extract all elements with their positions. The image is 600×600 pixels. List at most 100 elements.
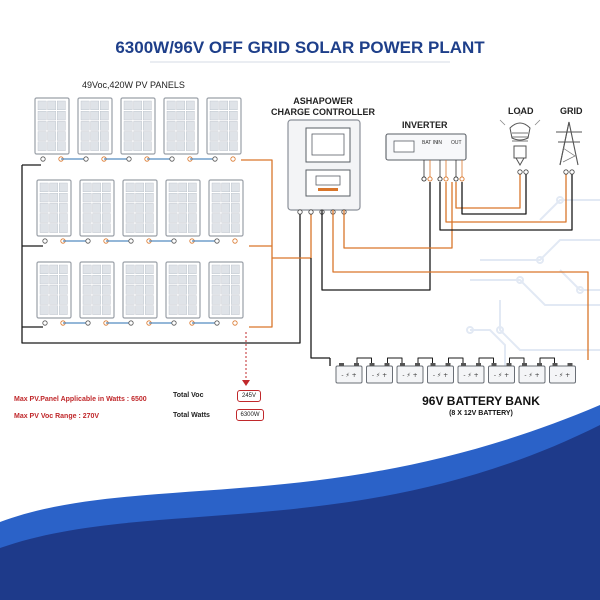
pv-cell: [135, 295, 145, 305]
battery-terminal-negative: [491, 363, 497, 366]
pv-cell: [57, 100, 66, 111]
pv-cell: [59, 264, 68, 275]
pv-cell: [125, 213, 135, 223]
battery-label: - ⚡ +: [463, 372, 478, 379]
pv-cell: [49, 192, 58, 203]
pv-cell: [101, 203, 111, 213]
pv-cell: [37, 100, 47, 111]
pv-cell: [47, 110, 56, 121]
pv-cell: [47, 100, 56, 111]
controller-indicator: [318, 188, 338, 191]
battery-body: [427, 365, 454, 384]
total-voc-value: 245V: [237, 390, 261, 402]
inverter-terminal: [427, 176, 433, 182]
footer-wave-dark: [0, 425, 600, 600]
pv-cell: [185, 121, 195, 131]
pv-cell: [135, 305, 145, 315]
grid-terminal: [563, 169, 569, 175]
pv-cell: [219, 131, 229, 141]
battery-bank-title: 96V BATTERY BANK: [422, 394, 540, 408]
pv-panel: [36, 261, 72, 326]
pv-cell: [168, 285, 178, 295]
pv-cell: [211, 264, 221, 275]
spec-max-voc: Max PV Voc Range : 270V: [14, 413, 100, 420]
pv-cell: [221, 275, 231, 285]
pv-cell: [123, 121, 133, 131]
battery-terminal-negative: [522, 363, 527, 366]
pv-cell: [133, 110, 143, 121]
pv-cell: [49, 305, 58, 315]
pv-terminal-negative: [42, 320, 48, 326]
battery: - ⚡ +: [488, 363, 515, 384]
pv-cell: [125, 264, 135, 275]
pv-terminal-negative: [128, 238, 134, 244]
pv-cell: [230, 264, 240, 275]
battery-label: - ⚡ +: [341, 372, 356, 379]
pv-cell: [133, 100, 143, 111]
pv-cell: [142, 141, 152, 151]
pv-cell: [178, 305, 188, 315]
pv-cell: [49, 182, 58, 193]
grid-label: GRID: [560, 106, 583, 116]
pv-cell: [211, 182, 221, 193]
pv-cell: [209, 100, 219, 111]
controller-battery-negative-to-inverter: [321, 182, 431, 291]
pv-cell: [123, 100, 133, 111]
pv-terminal-positive: [230, 156, 236, 162]
pv-terminal-negative: [85, 238, 91, 244]
inverter-port-out: OUT: [451, 140, 462, 146]
pv-cell: [178, 264, 188, 275]
pv-cell: [230, 182, 240, 193]
battery-terminal-negative: [400, 363, 405, 366]
pv-panel: [165, 261, 201, 326]
pv-cell: [135, 192, 145, 203]
pv-cell: [59, 182, 68, 193]
inverter-terminal: [443, 176, 449, 182]
pv-cell: [187, 203, 197, 213]
circuit-trace: [559, 269, 600, 291]
battery-terminal-positive: [384, 363, 390, 366]
pv-cell: [59, 203, 68, 213]
pv-cell: [144, 275, 154, 285]
tower-frame: [559, 121, 579, 166]
pv-cell: [59, 295, 68, 305]
pv-cell: [49, 275, 58, 285]
pv-cell: [39, 275, 49, 285]
pv-cell: [209, 131, 219, 141]
pv-cell: [92, 192, 101, 203]
pv-terminal-negative: [128, 320, 134, 326]
pv-cell: [168, 275, 178, 285]
pv-cell: [228, 121, 238, 131]
pv-cell: [92, 275, 101, 285]
pv-panel: [208, 179, 244, 244]
pv-cell: [144, 192, 154, 203]
pv-cell: [92, 213, 101, 223]
pv-panel: [34, 97, 70, 162]
pv-cell: [176, 141, 186, 151]
controller-to-bank-negative: [310, 258, 330, 359]
pv-cell: [49, 213, 58, 223]
pv-cell: [101, 192, 111, 203]
controller-to-inverter-positive: [343, 182, 453, 249]
pv-cell: [101, 295, 111, 305]
pv-cell: [39, 213, 49, 223]
pv-cell: [221, 213, 231, 223]
pv-cell: [135, 264, 145, 275]
pv-terminal-negative: [214, 320, 220, 326]
pv-cell: [82, 264, 92, 275]
pv-cell: [49, 223, 58, 233]
pv-cell: [90, 141, 99, 151]
pv-cell: [178, 223, 188, 233]
pv-cell: [59, 223, 68, 233]
battery-label: - ⚡ +: [402, 372, 417, 379]
circuit-node: [576, 286, 584, 294]
pv-cell: [92, 223, 101, 233]
battery-terminal-negative: [369, 363, 375, 366]
pv-terminal-negative: [171, 238, 177, 244]
inverter-body: [385, 133, 467, 161]
pv-cell: [125, 192, 135, 203]
pv-cell: [176, 110, 186, 121]
pv-cell: [39, 192, 49, 203]
pv-cell: [142, 121, 152, 131]
pv-cell: [185, 100, 195, 111]
